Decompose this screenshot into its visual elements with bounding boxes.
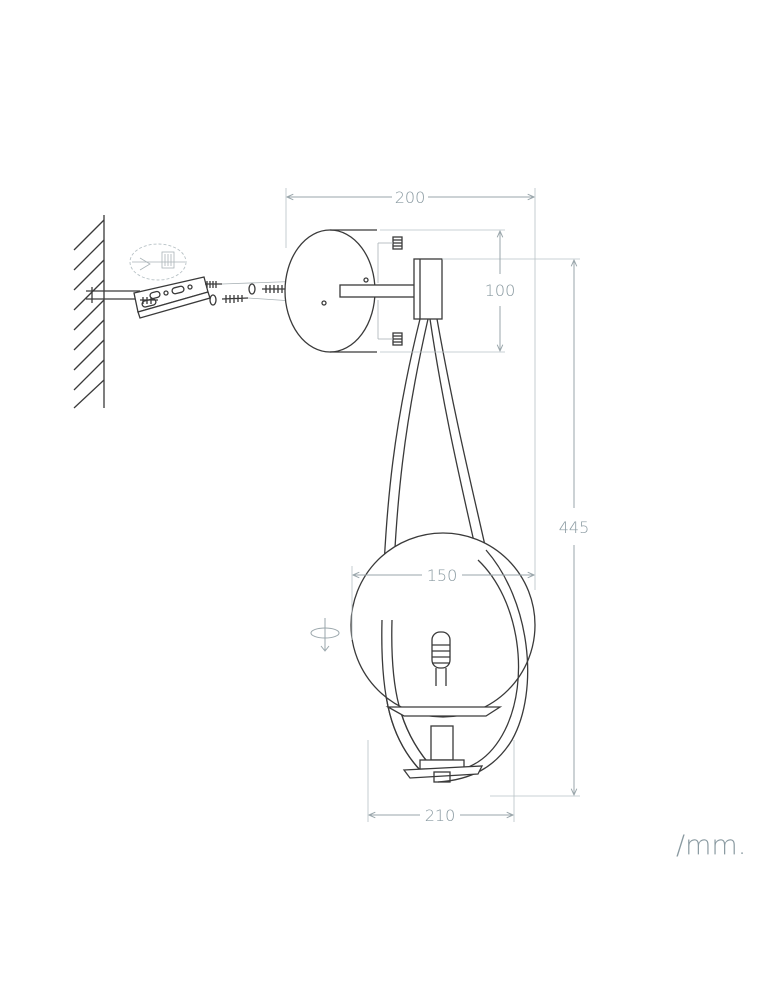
dim-100: 100: [485, 231, 516, 351]
detail-inset: [129, 243, 187, 281]
dim-445: 445: [559, 260, 590, 795]
dim-210: 210: [369, 806, 513, 825]
grub-screws: [377, 236, 403, 346]
wall-hatch: [73, 215, 140, 409]
canopy: [284, 229, 377, 353]
unit-label: /mm.: [676, 830, 747, 861]
dim-label-bottom-width: 210: [425, 806, 456, 825]
socket-holder: [385, 706, 503, 783]
dim-150: 150: [353, 566, 534, 585]
dim-200: 200: [287, 188, 534, 207]
dim-label-canopy-height: 100: [485, 281, 516, 300]
mounting-bracket: [133, 276, 211, 319]
dim-label-total-height: 445: [559, 518, 590, 537]
rotation-icon: [310, 618, 340, 652]
dim-label-width-top: 200: [395, 188, 426, 207]
arm: [339, 258, 443, 320]
dim-label-globe-diameter: 150: [427, 566, 458, 585]
extension-lines: [285, 188, 580, 822]
wall-plug-screws: [140, 281, 222, 304]
bulb-icon: [431, 631, 451, 686]
